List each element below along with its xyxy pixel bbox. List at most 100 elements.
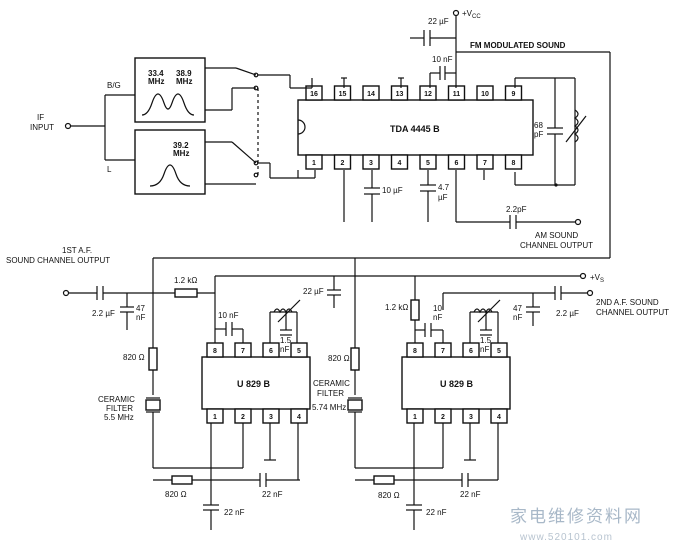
main-pin-8-label: 8 — [512, 160, 516, 167]
main-pin-14-box — [362, 85, 380, 101]
rightIcPins-pin-3-label: 3 — [469, 414, 473, 421]
ceramic-left-label-2: FILTER — [106, 404, 133, 413]
ceramic-filter-right — [347, 399, 363, 411]
main-pin-7-box — [476, 154, 494, 170]
vcc-terminal — [452, 9, 460, 17]
bg-label: B/G — [107, 81, 121, 90]
leftIcPins-pin-5-label: 5 — [297, 348, 301, 355]
c-22uf-mid-label: 22 µF — [303, 287, 324, 296]
leftIcPins-pin-4-box — [290, 408, 308, 424]
if-input-label-2: INPUT — [30, 123, 54, 132]
leftIcPins-pin-6-box — [262, 342, 280, 358]
c-22pf-label: 2.2pF — [506, 205, 527, 214]
r-12k-right-label: 1.2 kΩ — [385, 303, 408, 312]
watermark-url: www.520101.com — [519, 532, 613, 543]
c-22nf-bl-label: 22 nF — [224, 508, 245, 517]
filter-bg — [134, 57, 206, 123]
af1-output-terminal — [62, 289, 70, 297]
c-22uf-top-label: 22 µF — [428, 17, 449, 26]
leftIcPins-pin-8-label: 8 — [213, 348, 217, 355]
main-pin-2-label: 2 — [341, 160, 345, 167]
c-68pf-label: 68 — [534, 121, 543, 130]
vcc-label: +VCC — [462, 9, 481, 20]
am-sound-label: AM SOUND — [535, 231, 578, 240]
filter-bg-f1: 33.4 — [148, 69, 164, 78]
leftIcPins-pin-2-label: 2 — [241, 414, 245, 421]
c-10nf-r-unit: nF — [433, 313, 442, 322]
c-15nf-r-unit: nF — [480, 345, 489, 354]
main-pin-6-label: 6 — [455, 160, 459, 167]
main-pin-8-box — [504, 154, 523, 170]
main-pin-1-box — [305, 154, 323, 170]
ceramic-filter-left — [145, 399, 161, 411]
c-68pf-unit: pF — [534, 130, 543, 139]
c-47nf-l-label: 47 — [136, 304, 145, 313]
leftIcPins-pin-7-label: 7 — [241, 348, 245, 355]
main-pin-13-label: 13 — [396, 91, 404, 98]
rightIcPins-pin-4-label: 4 — [497, 414, 501, 421]
main-pin-3-box — [362, 154, 380, 170]
leftIcPins-pin-1-box — [206, 408, 224, 424]
af2-label-2: CHANNEL OUTPUT — [596, 308, 669, 317]
main-pin-2-box — [333, 154, 352, 170]
ceramic-left-label-1: CERAMIC — [98, 395, 135, 404]
c-22uf-r-label: 2.2 µF — [556, 309, 579, 318]
main-pin-3-label: 3 — [369, 160, 373, 167]
if-input-label-1: IF — [37, 113, 44, 122]
c-15nf-r-label: 1.5 — [480, 336, 492, 345]
c-22uf-l-label: 2.2 µF — [92, 309, 115, 318]
r-820-mid — [350, 347, 360, 371]
ic-tda4445b-label: TDA 4445 B — [390, 124, 440, 134]
af2-output-terminal — [586, 289, 594, 297]
ic-u829b-right-label: U 829 B — [440, 379, 474, 389]
filter-bg-f2-unit: MHz — [176, 77, 192, 86]
rightIcPins-pin-1-box — [406, 408, 424, 424]
rightIcPins-pin-5-box — [490, 342, 508, 358]
main-pin-16-label: 16 — [310, 91, 318, 98]
leftIcPins-pin-8-box — [206, 342, 224, 358]
l-label: L — [107, 165, 112, 174]
c-22nf-bl2-label: 22 nF — [262, 490, 283, 499]
main-pin-4-box — [390, 154, 409, 170]
main-pin-5-label: 5 — [426, 160, 430, 167]
r-820-bl-label: 820 Ω — [165, 490, 187, 499]
ic-u829b-left-label: U 829 B — [237, 379, 271, 389]
leftIcPins-pin-6-label: 6 — [269, 348, 273, 355]
filter-l-f: 39.2 — [173, 141, 189, 150]
rightIcPins-pin-2-box — [434, 408, 452, 424]
main-pin-11-label: 11 — [453, 91, 461, 98]
watermark-cn: 家电维修资料网 — [510, 507, 643, 527]
c-10nf-top-label: 10 nF — [432, 55, 453, 64]
main-pin-14-label: 14 — [367, 91, 375, 98]
ic-u829b-right-body — [401, 356, 511, 410]
c-22nf-br-label: 22 nF — [426, 508, 447, 517]
rightIcPins-pin-6-label: 6 — [469, 348, 473, 355]
main-pin-7-label: 7 — [483, 160, 487, 167]
c-15nf-l-unit: nF — [280, 345, 289, 354]
c-47nf-l-unit: nF — [136, 313, 145, 322]
af2-label-1: 2ND A.F. SOUND — [596, 298, 659, 307]
ceramic-right-label-3: 5.74 MHz — [312, 403, 346, 412]
rightIcPins-pin-1-label: 1 — [413, 414, 417, 421]
filter-bg-f2: 38.9 — [176, 69, 192, 78]
c-47uf-label: 4.7 — [438, 183, 450, 192]
af1-label-1: 1ST A.F. — [62, 246, 92, 255]
am-output-terminal — [574, 218, 582, 226]
main-pin-13-box — [390, 85, 409, 101]
c-22nf-br2-label: 22 nF — [460, 490, 481, 499]
r-820-bottom-left — [171, 475, 193, 485]
r-820-bottom-right — [373, 475, 395, 485]
r-12k-right — [410, 299, 420, 321]
leftIcPins-pin-3-label: 3 — [269, 414, 273, 421]
ceramic-right-label-2: FILTER — [317, 389, 344, 398]
main-pin-16-box — [305, 85, 323, 101]
main-pin-10-label: 10 — [481, 91, 489, 98]
rightIcPins-pin-8-label: 8 — [413, 348, 417, 355]
main-pin-15-box — [333, 85, 352, 101]
ceramic-left-label-3: 5.5 MHz — [104, 413, 134, 422]
leftIcPins-pin-4-label: 4 — [297, 414, 301, 421]
